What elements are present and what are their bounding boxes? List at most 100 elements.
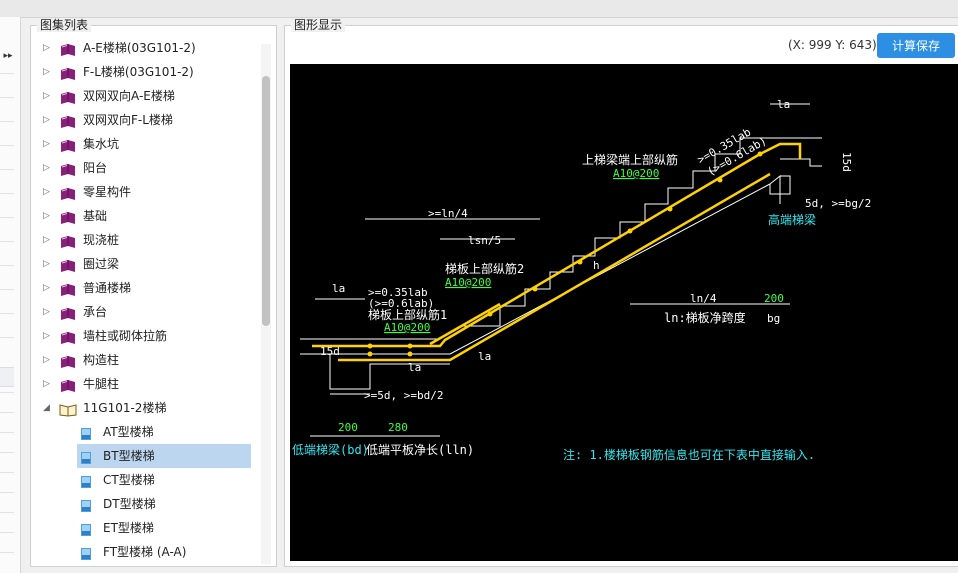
top-toolbar-strip — [0, 0, 958, 18]
label-15d-left: 15d — [320, 345, 340, 358]
collapsed-arrow-icon[interactable]: ▷ — [43, 43, 50, 53]
label-ln4-bottom: ln/4 — [690, 292, 717, 305]
collapsed-arrow-icon[interactable]: ▷ — [43, 355, 50, 365]
tree-item-label: BT型楼梯 — [103, 449, 155, 463]
book-icon — [59, 161, 77, 176]
tree-scroll-thumb[interactable] — [262, 76, 270, 326]
tree-item[interactable]: ▷ 墙柱或砌体拉筋 — [37, 324, 259, 348]
concrete-outline — [300, 137, 822, 390]
expanded-arrow-icon[interactable]: ◢ — [43, 403, 50, 413]
label-h: h — [593, 259, 600, 272]
atlas-list-panel: 图集列表 ▷A-E楼梯(03G101-2)▷F-L楼梯(03G101-2)▷双网… — [30, 18, 277, 567]
tree-item[interactable]: ▷阳台 — [37, 156, 259, 180]
tree-item[interactable]: ▷ 现浇桩 — [37, 228, 259, 252]
cursor-coordinates: (X: 999 Y: 643) — [788, 38, 877, 52]
tree-item-label: 集水坑 — [83, 137, 120, 151]
label-low-end-beam: 低端梯梁(bd) — [292, 442, 369, 457]
label-la-left: la — [332, 282, 345, 295]
label-lln-value: 280 — [388, 421, 408, 434]
tree-item[interactable]: CT型楼梯 — [37, 468, 259, 492]
tree-item-label: 牛腿柱 — [83, 377, 120, 391]
tree-item-label: 现浇桩 — [83, 233, 120, 247]
tree-item[interactable]: ▷ 牛腿柱 — [37, 372, 259, 396]
label-5d-right: 5d, >=bg/2 — [805, 197, 871, 210]
label-la-mid-2: la — [478, 350, 491, 363]
tree-item[interactable]: ▷ 圈过梁 — [37, 252, 259, 276]
collapsed-arrow-icon[interactable]: ▷ — [43, 211, 50, 221]
tree-item[interactable]: BT型楼梯 — [77, 444, 251, 468]
tree-item[interactable]: ▷承台 — [37, 300, 259, 324]
book-icon — [59, 233, 77, 248]
rebar-dots — [367, 151, 763, 357]
book-icon — [59, 257, 77, 272]
tree-item[interactable]: ▷ 普通楼梯 — [37, 276, 259, 300]
collapsed-arrow-icon[interactable]: ▷ — [43, 235, 50, 245]
collapsed-arrow-icon[interactable]: ▷ — [43, 283, 50, 293]
tree-item-label: 构造柱 — [83, 353, 120, 367]
page-icon — [79, 473, 97, 488]
label-slab-bar-1: 梯板上部纵筋1 — [368, 307, 447, 322]
tree-item[interactable]: ▷ 构造柱 — [37, 348, 259, 372]
page-icon — [79, 449, 97, 464]
tree-item-label: 双网双向F-L楼梯 — [83, 113, 173, 127]
tree-item[interactable]: AT型楼梯 — [37, 420, 259, 444]
label-lab-06: (>=0.6lab) — [368, 297, 434, 310]
page-icon — [79, 497, 97, 512]
tree-item-label: 墙柱或砌体拉筋 — [83, 329, 168, 343]
collapsed-arrow-icon[interactable]: ▷ — [43, 91, 50, 101]
book-icon — [59, 41, 77, 56]
book-icon — [59, 329, 77, 344]
calculate-save-button[interactable]: 计算保存 — [877, 33, 955, 58]
collapsed-arrow-icon[interactable]: ▷ — [43, 259, 50, 269]
tree-item[interactable]: FT型楼梯 (A-A) — [37, 540, 259, 564]
tree-item[interactable]: ▷零星构件 — [37, 180, 259, 204]
book-icon — [59, 353, 77, 368]
collapsed-arrow-icon[interactable]: ▷ — [43, 307, 50, 317]
tree-item[interactable]: ▷双网双向A-E楼梯 — [37, 84, 259, 108]
collapsed-arrow-icon[interactable]: ▷ — [43, 187, 50, 197]
tree-item[interactable]: ▷ F-L楼梯(03G101-2) — [37, 60, 259, 84]
tree-item[interactable]: ▷ 集水坑 — [37, 132, 259, 156]
label-note: 注: 1.楼梯板钢筋信息也可在下表中直接输入. — [563, 447, 815, 462]
tree-item-label: F-L楼梯(03G101-2) — [83, 65, 194, 79]
tree-item[interactable]: ▷ 双网双向F-L楼梯 — [37, 108, 259, 132]
stair-rebar-drawing: la >=0.35lab (>=0.6lab) 上梯梁端上部纵筋 A10@200… — [292, 98, 871, 462]
tree-item[interactable]: ▷ A-E楼梯(03G101-2) — [37, 36, 259, 60]
graphic-display-panel: 图形显示 (X: 999 Y: 643) 计算保存 — [284, 18, 958, 567]
collapsed-arrow-icon[interactable]: ▷ — [43, 379, 50, 389]
label-ln-clear-span: ln:梯板净跨度 — [664, 310, 746, 325]
tree-item-label: A-E楼梯(03G101-2) — [83, 41, 196, 55]
atlas-list-title: 图集列表 — [37, 18, 92, 32]
tree-item[interactable]: DT型楼梯 — [37, 492, 259, 516]
drawing-canvas[interactable]: la >=0.35lab (>=0.6lab) 上梯梁端上部纵筋 A10@200… — [290, 64, 958, 561]
tree-item-label: ET型楼梯 — [103, 521, 154, 535]
label-slab-bar-1-value: A10@200 — [384, 321, 430, 334]
expand-panel-icon[interactable]: ▸▸ — [3, 51, 13, 61]
collapsed-arrow-icon[interactable]: ▷ — [43, 67, 50, 77]
collapsed-arrow-icon[interactable]: ▷ — [43, 139, 50, 149]
book-icon — [59, 137, 77, 152]
book-icon — [59, 89, 77, 104]
tree-item-label: 圈过梁 — [83, 257, 120, 271]
page-icon — [79, 545, 97, 560]
label-la-top: la — [777, 98, 790, 111]
tree-item[interactable]: ◢11G101-2楼梯 — [37, 396, 259, 420]
tree-item[interactable]: ▷ 基础 — [37, 204, 259, 228]
collapsed-arrow-icon[interactable]: ▷ — [43, 163, 50, 173]
label-upper-beam-bar-value: A10@200 — [613, 167, 659, 180]
tree-item-label: 基础 — [83, 209, 108, 223]
book-icon — [59, 185, 77, 200]
tree-item[interactable]: ET型楼梯 — [37, 516, 259, 540]
label-5d-left: >=5d, >=bd/2 — [364, 389, 443, 402]
label-15d-right: 15d — [840, 152, 853, 172]
book-icon — [59, 281, 77, 296]
book-icon — [59, 377, 77, 392]
tree-scrollbar[interactable] — [261, 44, 271, 564]
tree-item-label: 普通楼梯 — [83, 281, 132, 295]
graphic-display-title: 图形显示 — [291, 18, 346, 32]
label-high-end-beam: 高端梯梁 — [768, 212, 816, 227]
collapsed-arrow-icon[interactable]: ▷ — [43, 115, 50, 125]
label-upper-beam-bar: 上梯梁端上部纵筋 — [582, 152, 678, 167]
collapsed-arrow-icon[interactable]: ▷ — [43, 331, 50, 341]
book-icon — [59, 305, 77, 320]
